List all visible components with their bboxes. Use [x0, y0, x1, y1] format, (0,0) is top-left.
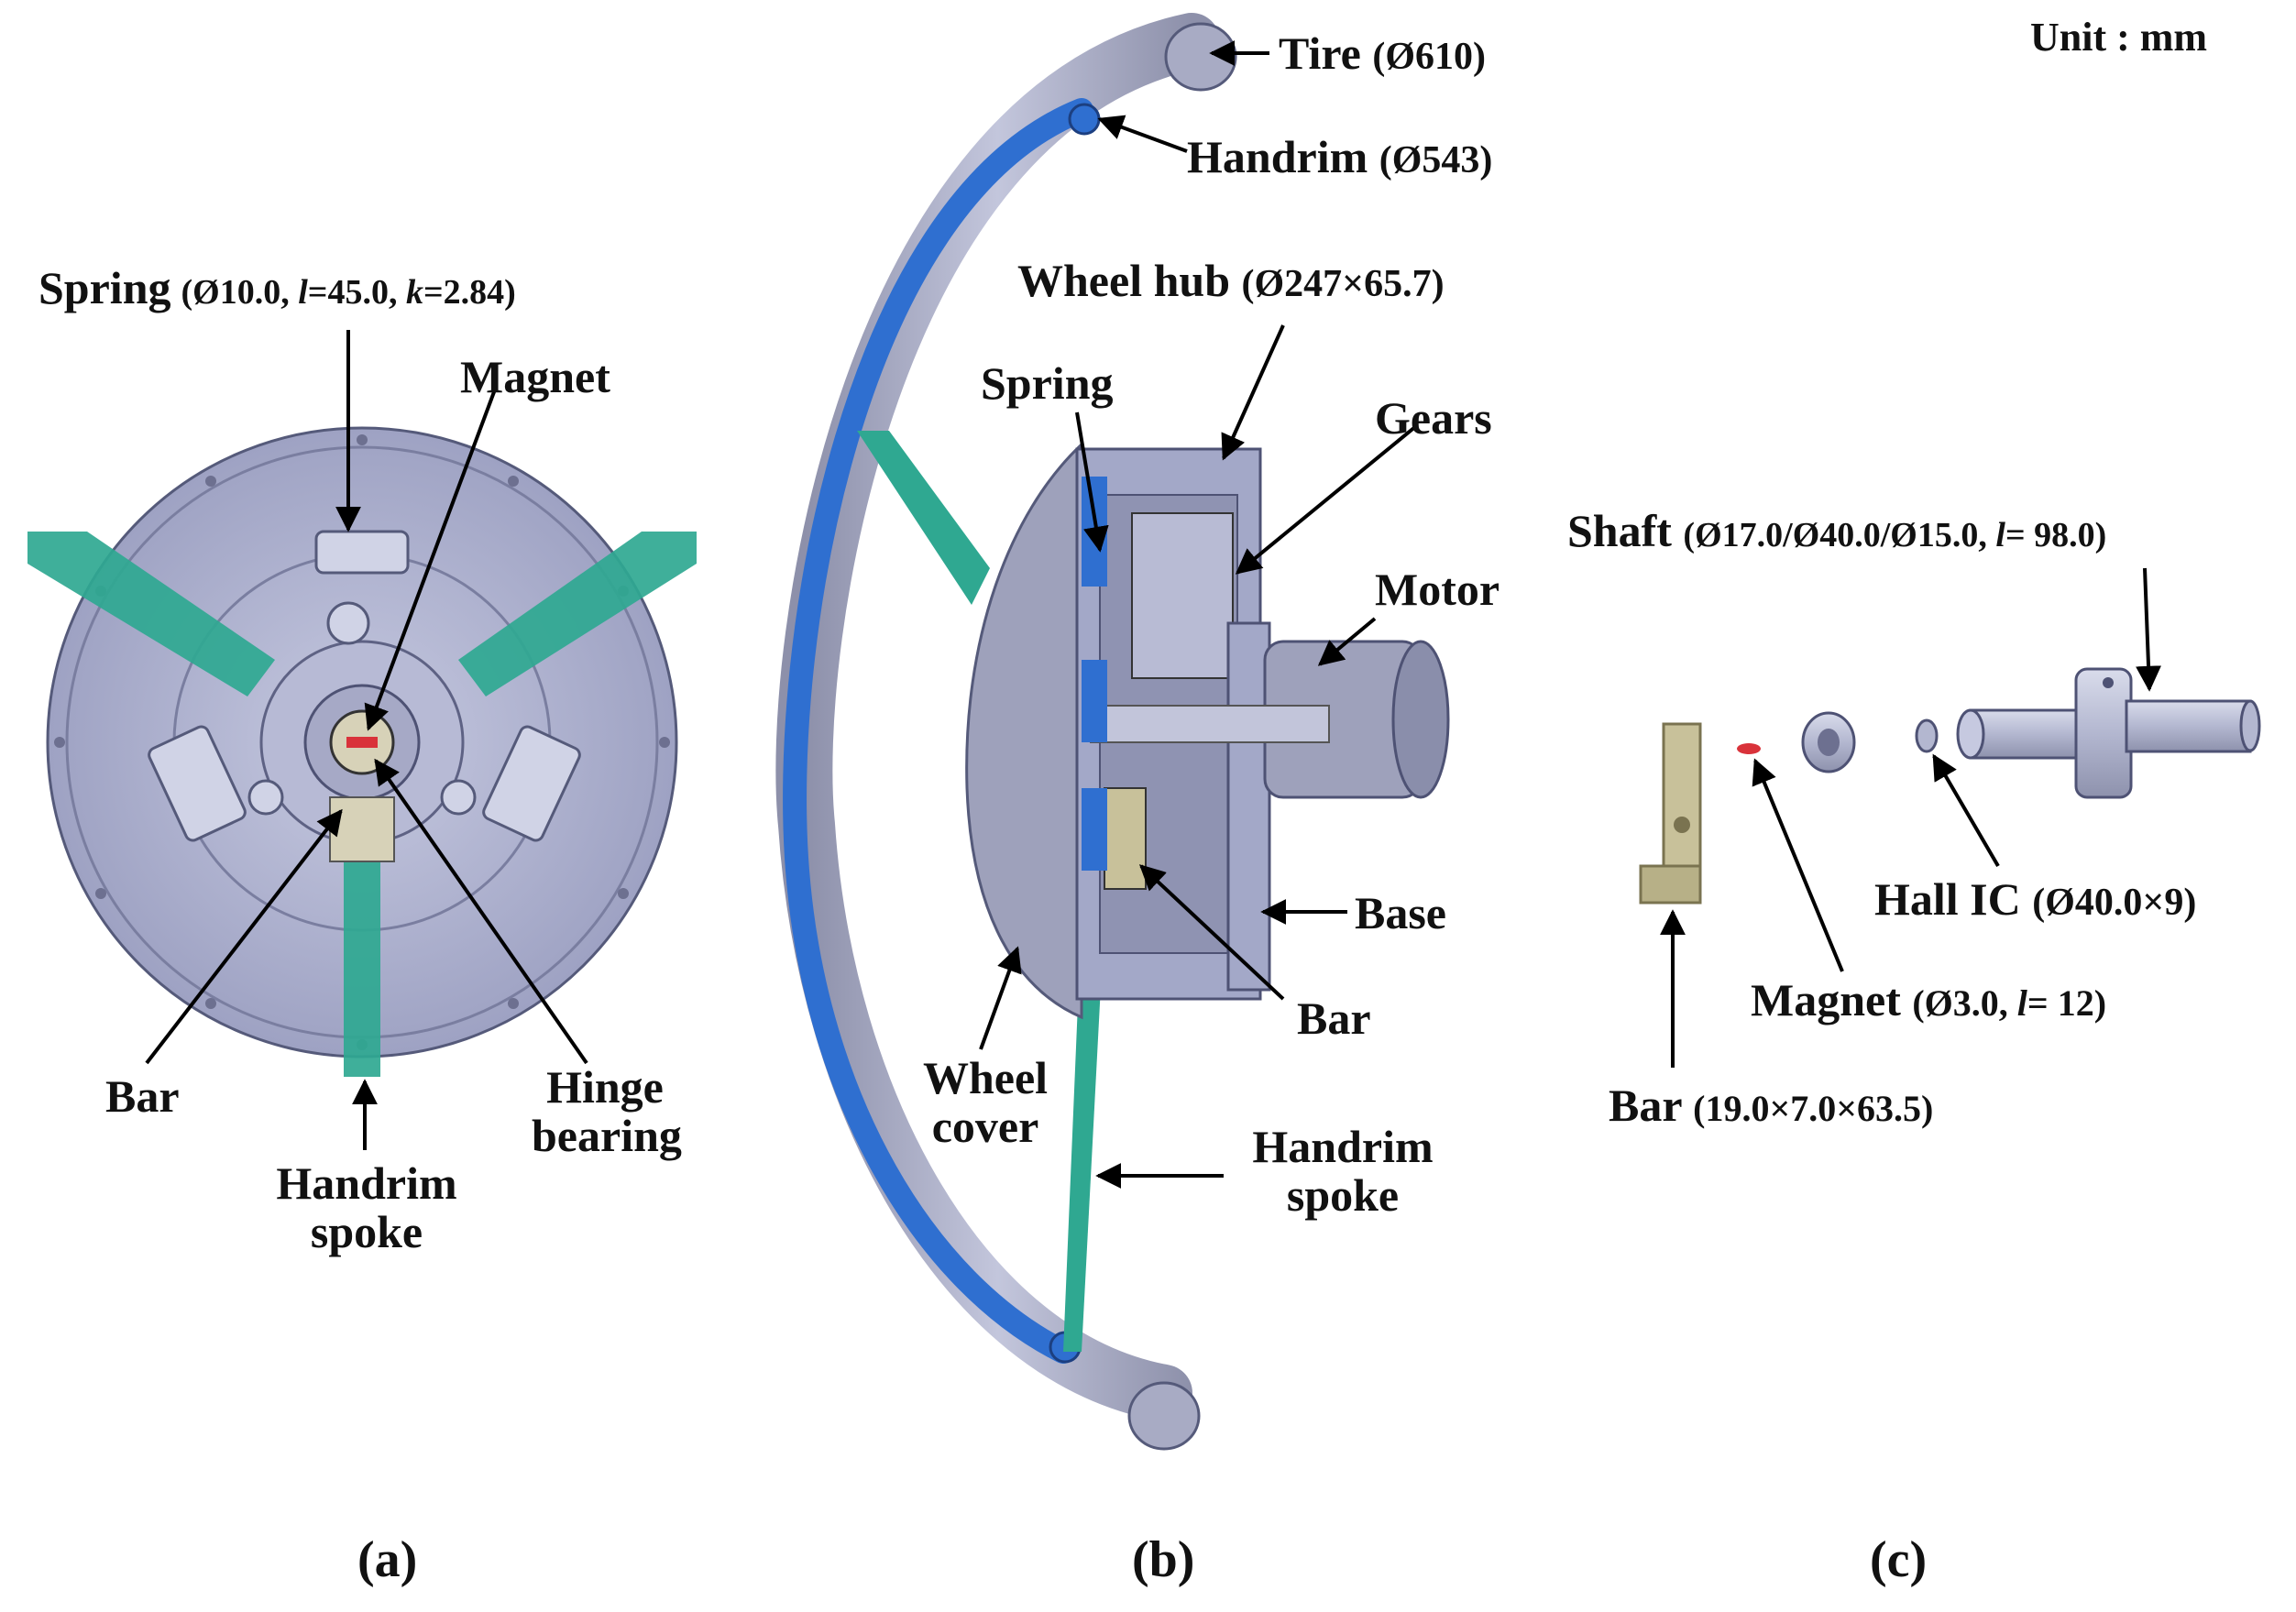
magnet-c-l-var: l [2016, 982, 2027, 1024]
wheel-hub-label: Wheel hub (Ø247×65.7) [1017, 257, 1445, 305]
bar-part-b [1104, 787, 1147, 890]
spring-k-val: =2.84) [423, 273, 516, 312]
panel-c-arrows [1660, 567, 2162, 1068]
shaft-l-val: = 98.0) [2005, 516, 2107, 554]
bar-c-name: Bar [1609, 1080, 1682, 1131]
bar-c-spec: (19.0×7.0×63.5) [1693, 1088, 1934, 1129]
shaft-l-var: l [1995, 516, 2005, 554]
shaft-label: Shaft (Ø17.0/Ø40.0/Ø15.0, l= 98.0) [1567, 507, 2106, 555]
bar-label-a: Bar [105, 1070, 180, 1122]
hinge-bearing-label: Hinge bearing [532, 1061, 682, 1161]
magnet-c-name: Magnet [1751, 974, 1901, 1025]
spoke-b-line2: spoke [1286, 1168, 1400, 1221]
handrim-part [783, 98, 1093, 1364]
tire-spec: (Ø610) [1372, 36, 1486, 78]
hall-name: Hall IC [1874, 873, 2021, 925]
handrim-b-spec: (Ø543) [1379, 139, 1493, 181]
spring-l-val: =45.0, [307, 273, 406, 312]
caption-b: (b) [1132, 1531, 1195, 1588]
bar-label-c: Bar (19.0×7.0×63.5) [1609, 1081, 1933, 1130]
hall-ic-part [1915, 718, 1939, 753]
spring-k-var: k [405, 273, 423, 312]
panel-b-wheel-drawing [775, 13, 1450, 1451]
spoke-left [27, 532, 275, 696]
panel-b-arrows [979, 40, 1418, 1189]
caption-c: (c) [1870, 1531, 1928, 1588]
handrim-b-name: Handrim [1187, 131, 1368, 182]
hall-spec: (Ø40.0×9) [2032, 882, 2197, 924]
motor-label: Motor [1375, 564, 1500, 615]
hinge-line1: Hinge [546, 1061, 664, 1113]
shaft-spec-pre: (Ø17.0/Ø40.0/Ø15.0, [1683, 516, 1996, 554]
spring-label-a: Spring (Ø10.0, l=45.0, k=2.84) [38, 264, 516, 313]
spoke-b-line1: Handrim [1252, 1121, 1434, 1172]
spoke-right [458, 532, 697, 696]
unit-label: Unit : mm [2030, 15, 2208, 60]
handrim-label-b: Handrim (Ø543) [1187, 133, 1492, 181]
cover-line1: Wheel [922, 1052, 1049, 1103]
gears-label: Gears [1375, 392, 1492, 444]
base-part [1226, 621, 1271, 992]
wheel-cover-label: Wheel cover [903, 1054, 1068, 1150]
spoke-bottom [344, 848, 380, 1077]
handrim-a-line2: spoke [310, 1205, 423, 1257]
base-label: Base [1355, 887, 1446, 938]
magnet-label-c: Magnet (Ø3.0, l= 12) [1751, 976, 2106, 1025]
bar-label-b: Bar [1297, 992, 1371, 1044]
spring-spec-pre: (Ø10.0, [181, 273, 299, 312]
handrim-spoke-label-b: Handrim spoke [1233, 1123, 1453, 1219]
panel-c-exploded-parts [1639, 667, 2261, 905]
cover-line2: cover [931, 1100, 1039, 1152]
hall-ic-label: Hall IC (Ø40.0×9) [1874, 875, 2196, 924]
handrim-spoke-label-a: Handrim spoke [257, 1159, 477, 1256]
bar-part-c [1639, 722, 1702, 905]
wheel-cover-part [965, 441, 1083, 1020]
hub-name: Wheel hub [1017, 255, 1231, 306]
panel-a-hub-drawing [27, 426, 697, 1077]
hub-spec: (Ø247×65.7) [1241, 263, 1445, 305]
hinge-line2: bearing [532, 1109, 682, 1161]
magnet-c-l-val: = 12) [2027, 982, 2107, 1024]
magnet-c-spec-pre: (Ø3.0, [1912, 982, 2017, 1024]
magnet-label-a: Magnet [460, 351, 610, 402]
magnet-part-c [1737, 743, 1761, 754]
shaft-part [1956, 667, 2261, 799]
magnet-part [346, 737, 378, 748]
spring-label-b: Spring [981, 357, 1114, 409]
gears-part [1131, 512, 1234, 679]
shaft-name: Shaft [1567, 505, 1672, 556]
tire-name: Tire [1279, 27, 1361, 79]
handrim-a-line1: Handrim [276, 1157, 457, 1209]
panel-a-arrows [145, 330, 588, 1150]
tire-label: Tire (Ø610) [1279, 29, 1486, 78]
handrim-spoke-lower [1063, 916, 1104, 1352]
bar-part-a [329, 796, 395, 862]
caption-a: (a) [357, 1531, 418, 1588]
spring-name: Spring [38, 262, 171, 313]
spring-l-var: l [298, 273, 308, 312]
